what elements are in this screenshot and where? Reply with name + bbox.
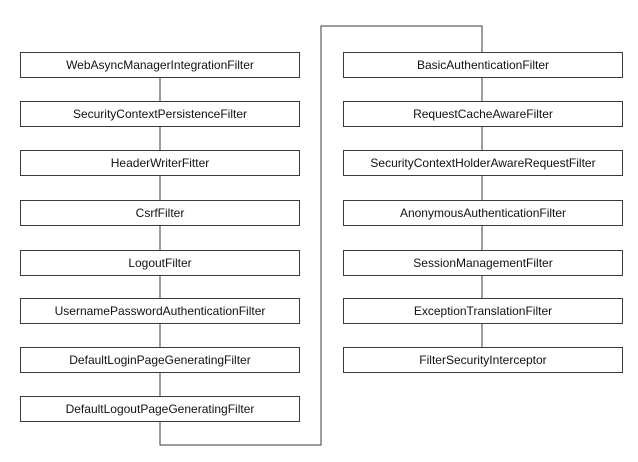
filter-box-exception-translation: ExceptionTranslationFilter	[343, 298, 623, 324]
filter-box-header-writer: HeaderWriterFitter	[20, 150, 300, 176]
filter-box-security-context-persistence: SecurityContextPersistenceFilter	[20, 101, 300, 127]
filter-box-username-password-authentication: UsernamePasswordAuthenticationFilter	[20, 298, 300, 324]
filter-box-default-login-page-generating: DefaultLoginPageGeneratingFilter	[20, 347, 300, 373]
filter-box-default-logout-page-generating: DefaultLogoutPageGeneratingFilter	[20, 396, 300, 422]
filter-box-anonymous-authentication: AnonymousAuthenticationFilter	[343, 200, 623, 226]
filter-box-filter-security-interceptor: FilterSecurityInterceptor	[343, 347, 623, 373]
filter-box-session-management: SessionManagementFilter	[343, 250, 623, 276]
filter-box-request-cache-aware: RequestCacheAwareFilter	[343, 101, 623, 127]
filter-box-web-async-manager-integration: WebAsyncManagerIntegrationFilter	[20, 52, 300, 78]
filter-box-csrf: CsrfFilter	[20, 200, 300, 226]
filter-box-logout: LogoutFilter	[20, 250, 300, 276]
filter-box-basic-authentication: BasicAuthenticationFilter	[343, 52, 623, 78]
filter-box-security-context-holder-aware-request: SecurityContextHolderAwareRequestFilter	[343, 150, 623, 176]
connector-wrap	[159, 25, 483, 446]
